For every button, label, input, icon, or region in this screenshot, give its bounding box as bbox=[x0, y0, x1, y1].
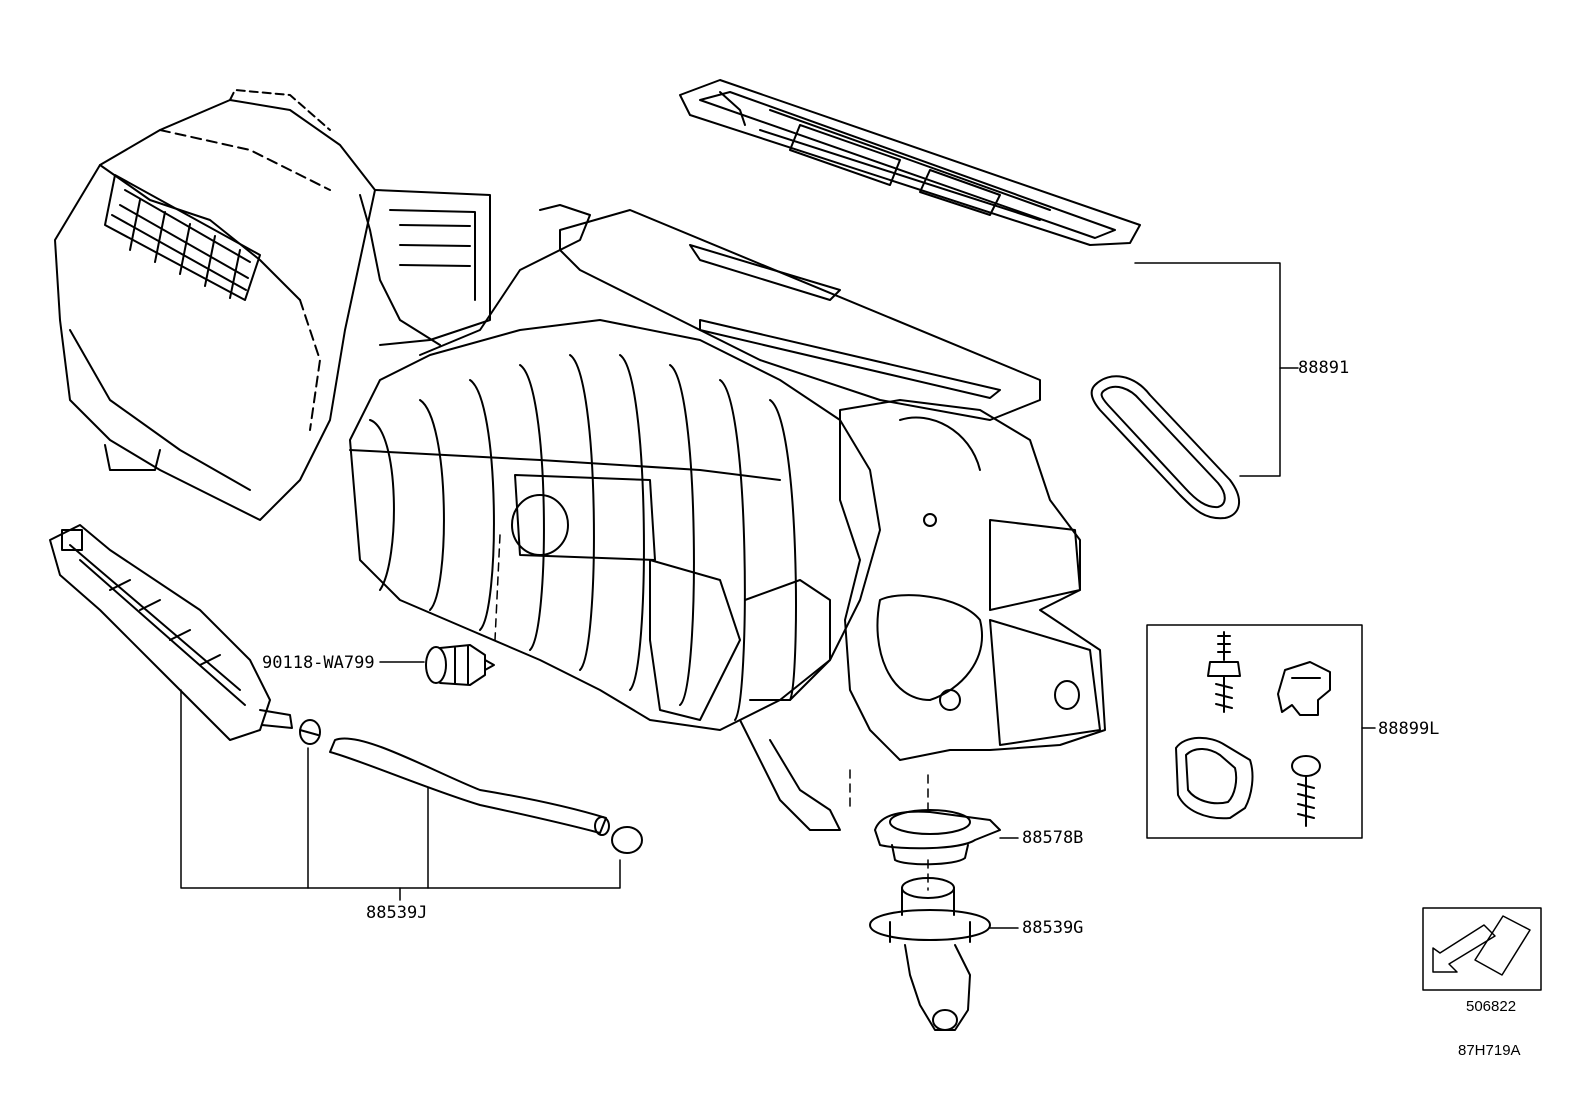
hose-clamp-2 bbox=[611, 826, 643, 854]
callout-88578B: 88578B bbox=[1022, 828, 1084, 848]
evaporator-case bbox=[349, 319, 881, 831]
filter-gasket bbox=[1090, 375, 1240, 520]
drain-bracket bbox=[49, 524, 293, 741]
callout-88539G: 88539G bbox=[1022, 918, 1084, 938]
push-clip bbox=[379, 644, 495, 686]
kit-box-88899L bbox=[1146, 624, 1376, 839]
heater-housing-left bbox=[54, 89, 376, 521]
bracket-88891 bbox=[1134, 262, 1299, 477]
hose-clamp-1 bbox=[299, 719, 321, 745]
callout-90118-WA799: 90118-WA799 bbox=[262, 653, 375, 673]
diagram-code: 87H719A bbox=[1458, 1042, 1521, 1059]
dashed-leaders bbox=[494, 534, 929, 891]
drain-hose bbox=[329, 737, 610, 836]
blower-assembly bbox=[839, 399, 1106, 761]
rear-duct bbox=[359, 189, 491, 346]
callout-88899L: 88899L bbox=[1378, 719, 1440, 739]
top-cover bbox=[419, 204, 1041, 421]
callout-88891: 88891 bbox=[1298, 358, 1350, 378]
duct-88539G bbox=[869, 877, 1019, 1031]
bracket-88539J bbox=[180, 689, 621, 901]
view-code: 506822 bbox=[1466, 998, 1517, 1015]
air-filter bbox=[679, 79, 1141, 246]
callout-88539J: 88539J bbox=[366, 903, 428, 923]
duct-88578B bbox=[874, 809, 1019, 866]
view-reference-box bbox=[1422, 907, 1542, 991]
